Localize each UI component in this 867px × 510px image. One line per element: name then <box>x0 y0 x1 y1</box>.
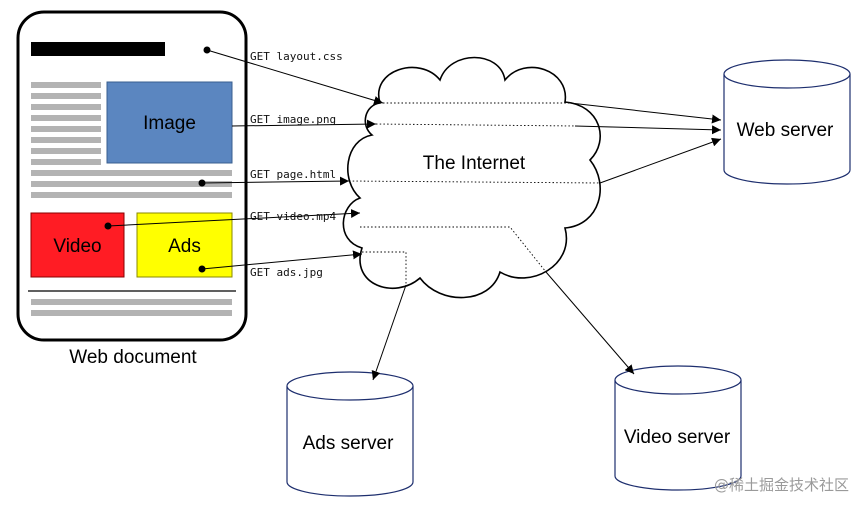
request-layout-label: GET layout.css <box>250 50 343 63</box>
ads-label: Ads <box>168 236 201 257</box>
arrow-to-web-1 <box>569 102 722 124</box>
arrow-ads <box>201 250 363 270</box>
text-lines-bottom <box>31 299 232 316</box>
arrow-image <box>231 119 377 129</box>
arrow-video <box>107 208 361 227</box>
arrow-to-web-2 <box>574 125 722 135</box>
request-image-label: GET image.png <box>250 113 336 126</box>
text-lines-left <box>31 82 101 165</box>
arrow-page <box>201 176 350 186</box>
web-document: Image Video Ads <box>16 10 248 342</box>
arrow-layout <box>206 49 384 105</box>
ads-server-label: Ads server <box>303 433 394 454</box>
document-title-bar <box>31 42 165 56</box>
arrow-to-ads <box>371 284 407 381</box>
video-label: Video <box>53 236 101 257</box>
web-document-label: Web document <box>69 347 197 368</box>
request-ads-label: GET ads.jpg <box>250 266 323 279</box>
ads-server <box>286 371 414 497</box>
request-arrows <box>107 49 384 270</box>
web-server-label: Web server <box>737 120 834 141</box>
video-server <box>614 365 742 491</box>
request-page-label: GET page.html <box>250 168 336 181</box>
request-video-label: GET video.mp4 <box>250 210 336 223</box>
watermark: @稀土掘金技术社区 <box>714 476 849 494</box>
internal-routes <box>348 102 601 285</box>
image-label: Image <box>143 113 196 134</box>
server-arrows <box>371 102 722 381</box>
internet-cloud <box>342 56 601 299</box>
internet-label: The Internet <box>423 153 526 174</box>
arrow-to-video <box>545 271 635 375</box>
video-server-label: Video server <box>624 427 731 448</box>
web-server <box>723 59 851 185</box>
arrow-to-web-3 <box>599 137 722 184</box>
image-block <box>106 81 233 164</box>
text-lines-middle <box>31 170 232 198</box>
